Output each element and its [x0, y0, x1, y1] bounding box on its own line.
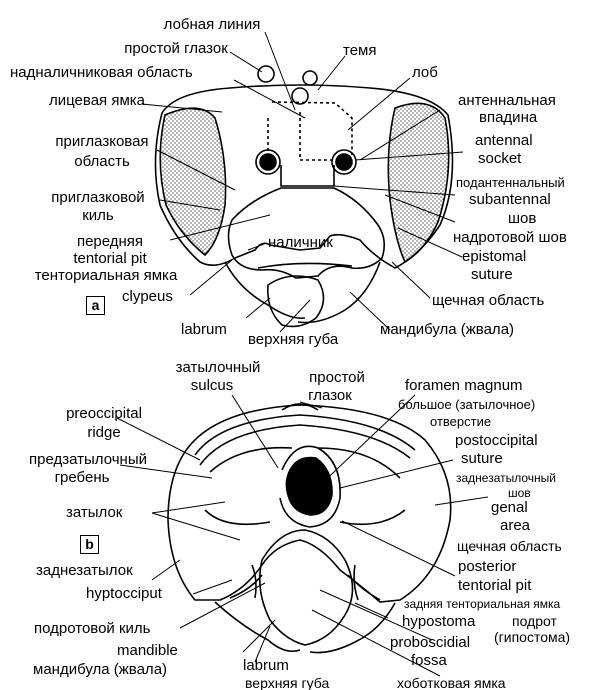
label-occipital-sulcus-2: sulcus: [191, 378, 234, 393]
label-postoccipital-ru-1: заднезатылочный: [456, 472, 556, 484]
label-proboscidial-ru: хоботковая ямка: [397, 676, 506, 690]
label-antennal-fossa-ru-1: антеннальная: [458, 93, 556, 108]
label-proboscidial-1: proboscidial: [390, 635, 470, 650]
panel-b-marker: b: [80, 535, 99, 554]
label-frontal-line: лобная линия: [164, 17, 261, 32]
label-epistomal-ru: надротовой шов: [453, 230, 567, 245]
label-genal-2: area: [500, 518, 530, 533]
right-mandible: [298, 262, 380, 323]
label-ocellus-b-2: глазок: [308, 388, 352, 403]
label-clypeus-ru: наличник: [268, 235, 333, 250]
label-preoccipital-ru-1: предзатылочный: [29, 452, 147, 467]
label-mandible-ru-b: мандибула (жвала): [33, 662, 167, 677]
label-paraocular-area-1: приглазковая: [55, 134, 148, 149]
label-ocellus-b-1: простой: [309, 370, 365, 385]
label-labrum-ru: верхняя губа: [248, 332, 338, 347]
label-posterior-2: tentorial pit: [458, 578, 531, 593]
label-paraocular-carina-2: киль: [82, 208, 114, 223]
label-hypostoma-ru-1: подрот: [512, 614, 557, 628]
label-occiput: затылок: [66, 505, 122, 520]
labrum-outline: [268, 276, 324, 326]
label-supraclypeal-area: надналичниковая область: [10, 65, 193, 80]
label-hypostoma-ru-2: (гипостома): [494, 630, 570, 644]
posterior-right-mandible: [310, 603, 395, 653]
label-hypostoma-en: hypostoma: [402, 614, 475, 629]
label-antennal-socket-1: antennal: [475, 133, 533, 148]
label-anterior-tentorial-en: tentorial pit: [73, 251, 146, 266]
label-postoccipital-1: postoccipital: [455, 433, 538, 448]
label-facial-fovea: лицевая ямка: [49, 93, 145, 108]
label-foramen-en: foramen magnum: [405, 378, 523, 393]
label-epistomal-en-2: suture: [471, 267, 513, 282]
posterior-left-mandible: [215, 602, 300, 651]
label-postoccipital-ru-2: шов: [508, 487, 531, 499]
label-paraocular-carina-1: приглазковой: [51, 190, 144, 205]
label-preoccipital-1: preoccipital: [66, 406, 142, 421]
panel-a-marker: a: [86, 296, 105, 315]
foramen-magnum: [286, 458, 332, 516]
label-subantennal-1: subantennal: [469, 192, 551, 207]
label-anterior-tentorial-ru-1: передняя: [77, 234, 143, 249]
label-malar-area: щечная область: [432, 293, 544, 308]
label-hypocciput-en: hyptocciput: [86, 586, 162, 601]
left-compound-eye: [160, 108, 225, 255]
label-subantennal-ru: подантеннальный: [456, 176, 565, 189]
label-genal-ru: щечная область: [457, 539, 562, 553]
label-posterior-ru: задняя тенториальная ямка: [404, 598, 560, 610]
label-ocellus: простой глазок: [124, 41, 228, 56]
label-frons: лоб: [412, 65, 438, 80]
label-mandible-en: mandible: [117, 643, 178, 658]
ocellus-center: [292, 88, 308, 104]
label-vertex: темя: [343, 43, 376, 58]
label-hypocciput-ru: заднезатылок: [36, 563, 133, 578]
label-subantennal-2: шов: [508, 211, 536, 226]
label-mandible-ru-a: мандибула (жвала): [380, 322, 514, 337]
label-foramen-ru-2: отверстие: [430, 415, 491, 428]
supraclypeal-box: [281, 165, 334, 186]
label-clypeus-en: clypeus: [122, 289, 173, 304]
ocellus-left: [258, 66, 274, 82]
label-occipital-sulcus-1: затылочный: [176, 360, 261, 375]
label-postoccipital-2: suture: [461, 451, 503, 466]
label-genal-1: genal: [491, 500, 528, 515]
label-epistomal-en-1: epistomal: [462, 249, 526, 264]
label-hypostomal-carina-ru: подротовой киль: [34, 621, 150, 636]
panel-a-head: [155, 66, 452, 326]
label-preoccipital-2: ridge: [87, 425, 120, 440]
label-labrum-ru-b: верхняя губа: [245, 676, 329, 690]
clypeus-outline: [229, 188, 385, 278]
ocellus-right: [303, 71, 317, 85]
label-posterior-1: posterior: [458, 559, 516, 574]
label-proboscidial-2: fossa: [411, 653, 447, 668]
antennal-socket-left: [260, 154, 276, 170]
label-antennal-socket-2: socket: [478, 151, 521, 166]
right-compound-eye: [388, 103, 448, 262]
label-anterior-tentorial-ru-2: тенториальная ямка: [35, 268, 178, 283]
label-antennal-fossa-ru-2: впадина: [479, 110, 537, 125]
proboscidial-fossa: [260, 530, 353, 645]
antennal-socket-right: [336, 154, 352, 170]
label-labrum-en-b: labrum: [243, 658, 289, 673]
label-foramen-ru-1: большое (затылочное): [398, 398, 535, 411]
label-paraocular-area-2: область: [74, 154, 130, 169]
label-preoccipital-ru-2: гребень: [55, 470, 110, 485]
label-labrum-en: labrum: [181, 322, 227, 337]
